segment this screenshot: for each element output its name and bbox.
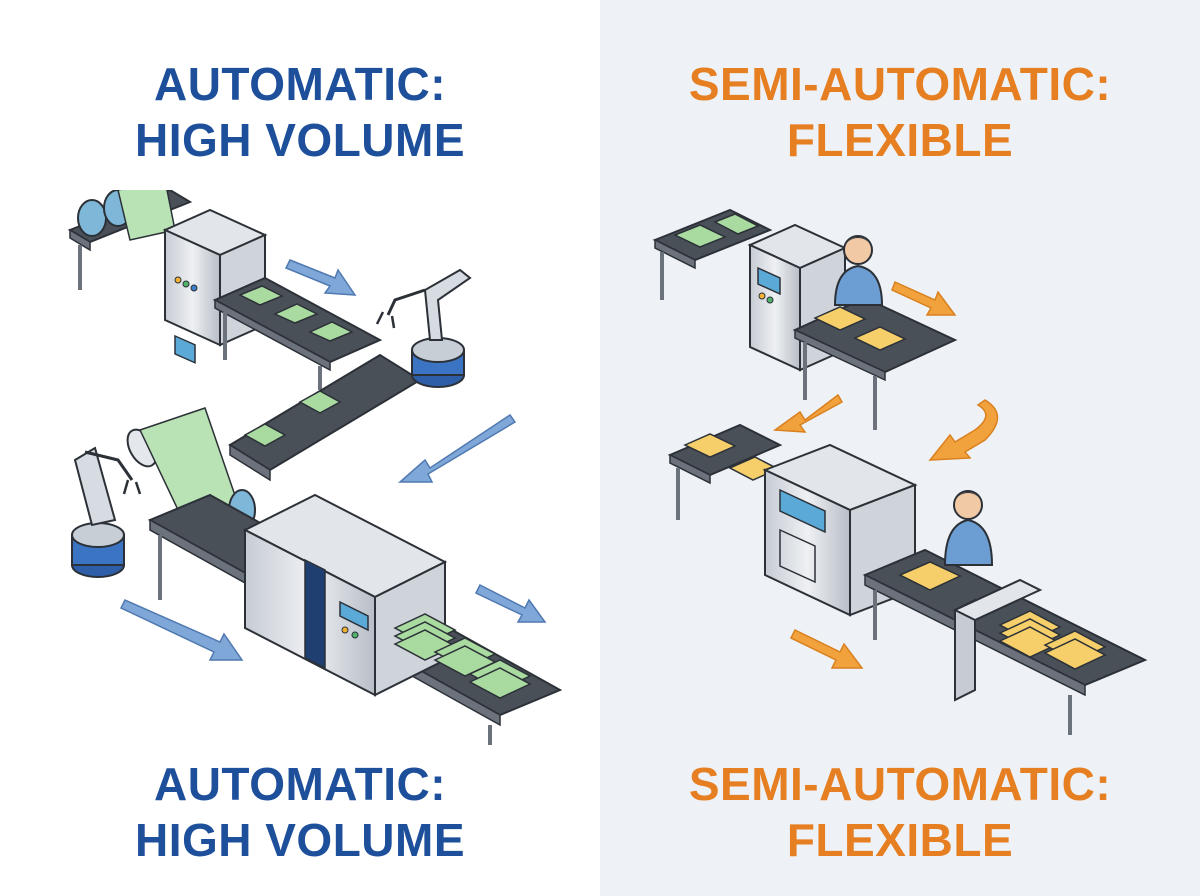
- semi-automatic-bottom-title-line2: FLEXIBLE: [786, 814, 1014, 866]
- upper-feed-conveyor: [652, 208, 773, 300]
- flow-arrow-icon: [119, 259, 547, 661]
- semi-automatic-bottom-title: SEMI-AUTOMATIC: FLEXIBLE: [600, 756, 1200, 868]
- semi-automatic-bottom-title-line1: SEMI-AUTOMATIC:: [688, 758, 1112, 810]
- automatic-line-illustration: [67, 190, 563, 745]
- connecting-conveyor: [228, 353, 422, 482]
- conveyor-belt-icon: [212, 276, 383, 390]
- semi-automatic-line-illustration: [652, 208, 1148, 735]
- semi-automatic-panel: SEMI-AUTOMATIC: FLEXIBLE: [600, 0, 1200, 896]
- automatic-title: AUTOMATIC: HIGH VOLUME: [0, 56, 600, 168]
- automatic-bottom-title: AUTOMATIC: HIGH VOLUME: [0, 756, 600, 868]
- bag-making-machine-icon: [242, 493, 448, 697]
- bag-stack-icon: [998, 610, 1107, 670]
- lower-feed-conveyor: [667, 423, 783, 520]
- conveyor-belt-icon: [792, 296, 958, 430]
- automatic-panel: AUTOMATIC: HIGH VOLUME: [0, 56, 600, 868]
- robot-arm-icon: [375, 268, 472, 388]
- worker-icon: [943, 490, 994, 566]
- bag-making-machine-icon: [762, 443, 918, 617]
- bag-stack-icon: [393, 613, 532, 699]
- robot-arm-icon: [71, 446, 142, 578]
- semi-automatic-title-line2: FLEXIBLE: [786, 114, 1014, 166]
- worker-icon: [833, 235, 884, 306]
- automatic-bottom-title-line2: HIGH VOLUME: [134, 814, 466, 866]
- film-roll-icon: [77, 190, 176, 241]
- automatic-bottom-title-line1: AUTOMATIC:: [153, 758, 447, 810]
- automatic-title-line1: AUTOMATIC:: [153, 58, 447, 110]
- automatic-title-line2: HIGH VOLUME: [134, 114, 466, 166]
- semi-automatic-title-line1: SEMI-AUTOMATIC:: [688, 58, 1112, 110]
- flow-arrow-icon: [772, 280, 999, 669]
- semi-automatic-title: SEMI-AUTOMATIC: FLEXIBLE: [600, 56, 1200, 168]
- output-frame: [952, 578, 1043, 702]
